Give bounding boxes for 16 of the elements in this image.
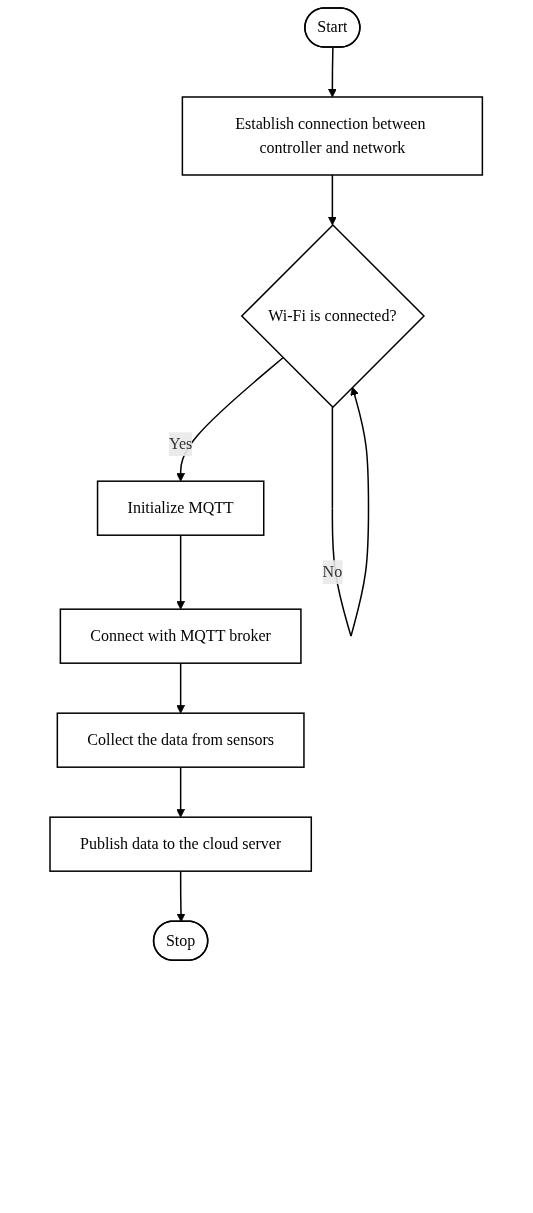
arrow — [176, 870, 186, 923]
arrow — [328, 46, 338, 98]
arrow — [176, 534, 186, 610]
edge-label: No — [322, 563, 343, 581]
node-diamond: Wi-Fi is connected? — [241, 223, 426, 409]
arrow — [331, 386, 370, 637]
arrow — [328, 174, 338, 226]
node-box: Publish data to the cloud server — [49, 816, 313, 872]
arrow — [176, 662, 186, 714]
node-box: Connect with MQTT broker — [59, 608, 302, 664]
edge-label: Yes — [169, 435, 193, 453]
arrow — [176, 766, 186, 818]
node-box: Establish connection between controller and network — [181, 96, 484, 176]
node-box: Initialize MQTT — [97, 480, 265, 536]
node-box: Collect the data from sensors — [56, 712, 305, 768]
arrow — [176, 357, 285, 482]
